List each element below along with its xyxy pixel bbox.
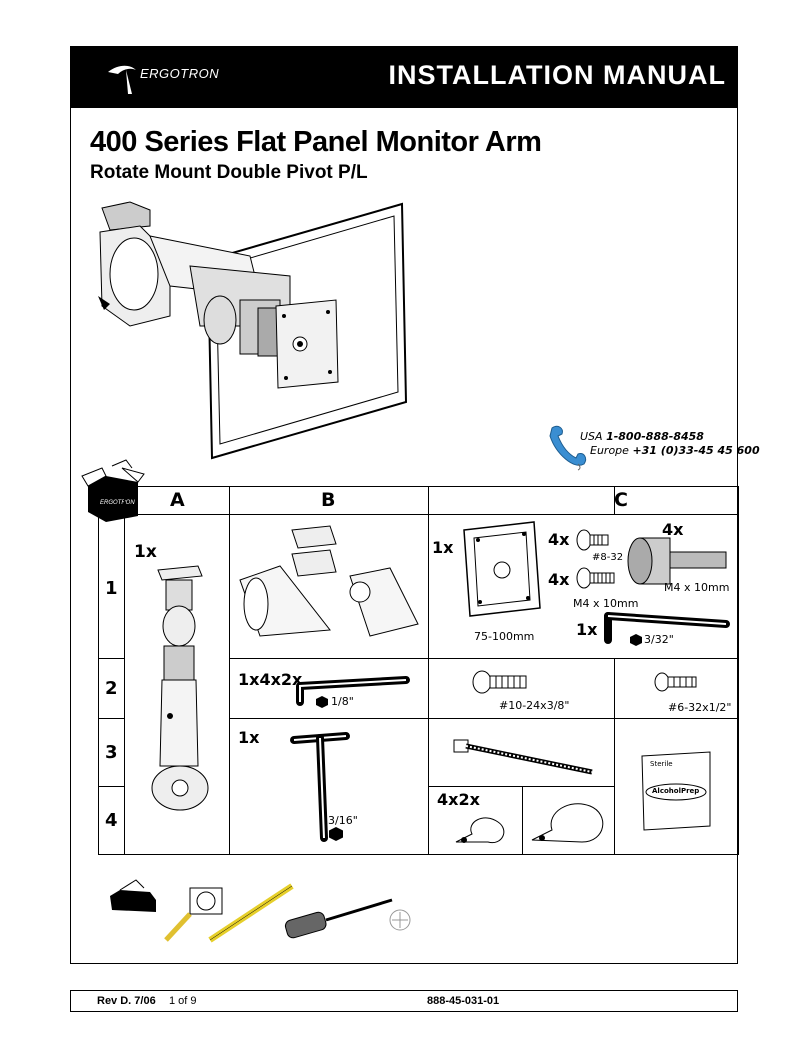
screw-icon-8-32 <box>576 529 609 551</box>
c1-knob-size: M4 x 10mm <box>664 581 730 594</box>
c2-screw-size: #10-24x3/8" <box>499 699 570 712</box>
c1-screw1-qty: 4x <box>548 530 570 549</box>
header-bar: ERGOTRON INSTALLATION MANUAL <box>70 46 738 108</box>
row-label-3: 3 <box>105 742 118 763</box>
c1-screw1-size: #8-32 <box>592 552 624 563</box>
row-label-2: 2 <box>105 678 118 699</box>
col-label-c: C <box>614 489 628 511</box>
hex-icon <box>316 696 328 708</box>
alcohol-prep-label: AlcoholPrep <box>652 787 700 795</box>
footer-page: 1 of 9 <box>169 995 197 1007</box>
a1-qty: 1x <box>134 542 157 562</box>
b3-qty: 1x <box>238 728 260 747</box>
b1-cover-parts-illustration <box>239 525 419 637</box>
c4-clip-qty: 4x2x <box>437 790 480 809</box>
open-box-icon: ERGOTRON <box>81 459 145 522</box>
manual-title: INSTALLATION MANUAL <box>388 60 726 90</box>
b3-key-size: 3/16" <box>328 814 358 827</box>
b2-qty: 1x4x2x <box>238 670 303 689</box>
col-label-a: A <box>170 489 185 511</box>
cable-tie-icon <box>453 739 593 775</box>
footer: Rev D. 7/06 1 of 9 888-45-031-01 <box>70 990 738 1012</box>
c1-key-qty: 1x <box>576 620 598 639</box>
phone-usa: USA 1-800-888-8458 <box>580 430 704 443</box>
vesa-plate-icon <box>463 521 541 617</box>
small-cable-clip-icon <box>455 817 505 844</box>
c1-knob-qty: 4x <box>662 520 684 539</box>
ergotron-logo <box>108 65 136 94</box>
monitor-arm-illustration <box>98 201 408 460</box>
c2-screw2-size: #6-32x1/2" <box>668 701 732 714</box>
row-label-4: 4 <box>105 810 118 831</box>
col-header-c-left <box>428 486 615 515</box>
hex-key-icon-small <box>604 612 730 644</box>
c1-screw2-size: M4 x 10mm <box>573 597 639 610</box>
screw-icon-10-24 <box>472 670 527 694</box>
hex-key-icon-medium <box>296 676 410 706</box>
product-title: 400 Series Flat Panel Monitor Arm <box>90 126 542 158</box>
phone-icon <box>549 425 587 471</box>
t-handle-hex-key-icon <box>290 732 350 842</box>
footer-revision: Rev D. 7/06 <box>97 995 156 1007</box>
col-header-c <box>614 486 739 515</box>
brand-name: ERGOTRON <box>140 66 220 81</box>
large-cable-clip-icon <box>531 803 604 843</box>
hex-icon <box>630 634 642 646</box>
phone-europe: Europe +31 (0)33-45 45 600 <box>590 444 760 457</box>
thumb-knob-icon <box>627 537 727 585</box>
c1-plate-qty: 1x <box>432 538 454 557</box>
alcohol-sterile-label: Sterile <box>650 760 673 768</box>
alcohol-prep-pad-icon <box>641 751 711 831</box>
screw-icon-6-32 <box>654 672 697 692</box>
svg-text:ERGOTRON: ERGOTRON <box>100 500 135 506</box>
c1-screw2-qty: 4x <box>548 570 570 589</box>
footer-doc-number: 888-45-031-01 <box>427 995 500 1007</box>
product-subtitle: Rotate Mount Double Pivot P/L <box>90 162 368 183</box>
c1-plate-size: 75-100mm <box>474 630 535 643</box>
col-label-b: B <box>321 489 336 511</box>
c1-key-size: 3/32" <box>644 633 674 646</box>
screw-icon-m4 <box>576 567 615 589</box>
row-label-1: 1 <box>105 578 118 599</box>
cell-c4-right <box>522 786 615 855</box>
tools-illustration <box>110 879 411 943</box>
arm-part-illustration <box>151 565 209 811</box>
hex-icon <box>329 827 343 841</box>
b2-key-size: 1/8" <box>331 695 354 708</box>
